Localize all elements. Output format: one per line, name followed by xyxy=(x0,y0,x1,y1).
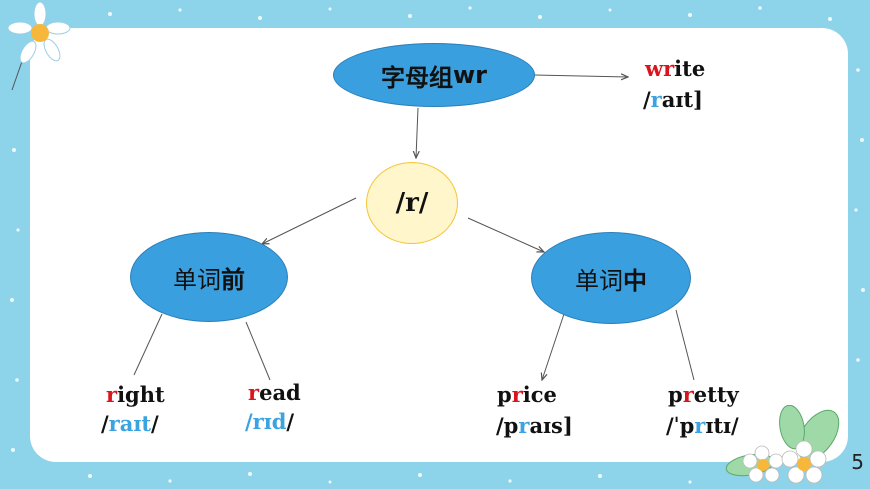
word-read: read xyxy=(248,380,301,406)
arrow-center-to-right xyxy=(467,217,544,252)
page-number: 5 xyxy=(851,450,864,474)
right-node: 单词中 xyxy=(531,232,691,324)
word-read-highlight: r xyxy=(248,380,260,405)
center-node-text: /r/ xyxy=(395,188,429,218)
ipa-write-highlight: r xyxy=(650,87,662,112)
word-right-highlight: r xyxy=(106,382,118,407)
left-node: 单词前 xyxy=(130,232,288,322)
ipa-right-end: / xyxy=(151,411,159,436)
ipa-right: /raɪt/ xyxy=(101,411,159,437)
word-price-rest: ice xyxy=(522,382,557,407)
ipa-pretty-start: /ˈp xyxy=(666,413,695,438)
center-node: /r/ xyxy=(366,162,458,244)
left-node-text: 单词 xyxy=(173,265,221,294)
word-write-rest: ite xyxy=(674,56,706,81)
ipa-price-start: /p xyxy=(496,413,519,438)
arrow-center-to-left xyxy=(262,197,357,244)
ipa-pretty: /ˈprɪtɪ/ xyxy=(666,413,739,439)
ipa-read-start: / xyxy=(245,409,253,434)
word-price: price xyxy=(497,382,557,408)
ipa-right-highlight: raɪt xyxy=(108,411,152,436)
word-read-rest: ead xyxy=(259,380,301,405)
arrow-right-to-pretty xyxy=(675,309,695,381)
word-price-highlight: r xyxy=(511,382,523,407)
word-right-rest: ight xyxy=(117,382,165,407)
arrow-left-to-right-word xyxy=(133,313,163,376)
right-node-text: 单词 xyxy=(575,266,623,295)
word-price-start: p xyxy=(497,382,512,407)
word-write-highlight: wr xyxy=(645,56,675,81)
word-pretty-rest: etty xyxy=(693,382,739,407)
ipa-pretty-rest: ɪtɪ/ xyxy=(705,413,739,438)
ipa-pretty-highlight: r xyxy=(694,413,706,438)
ipa-right-start: / xyxy=(101,411,109,436)
word-write: write xyxy=(645,56,705,82)
ipa-price-rest: aɪs] xyxy=(529,413,573,438)
ipa-write-rest: aɪt] xyxy=(661,87,703,112)
flower-top-left-icon xyxy=(7,1,71,91)
arrow-left-to-read xyxy=(245,321,271,381)
word-pretty: pretty xyxy=(668,382,739,408)
arrow-top-to-center xyxy=(416,107,418,158)
word-pretty-highlight: r xyxy=(682,382,694,407)
ipa-price: /praɪs] xyxy=(496,413,573,439)
top-node-text: 字母组 xyxy=(380,62,453,92)
word-pretty-start: p xyxy=(668,382,683,407)
word-right: right xyxy=(106,382,165,408)
ipa-write-start: / xyxy=(643,87,651,112)
ipa-write: /raɪt] xyxy=(643,87,703,113)
ipa-read-highlight: rɪd xyxy=(252,409,287,434)
arrow-right-to-price xyxy=(542,307,567,380)
top-node-bold: wr xyxy=(452,61,487,89)
ipa-price-highlight: r xyxy=(518,413,530,438)
arrow-top-to-write xyxy=(533,75,628,77)
right-node-bold: 中 xyxy=(623,265,647,295)
ipa-read-end: / xyxy=(286,409,295,434)
ipa-read: /rɪd/ xyxy=(245,409,294,435)
flower-bottom-right-icon xyxy=(725,405,840,484)
left-node-bold: 前 xyxy=(221,264,245,294)
